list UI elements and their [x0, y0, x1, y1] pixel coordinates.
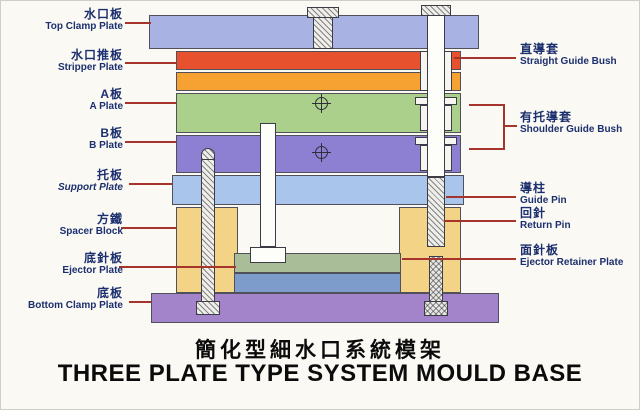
label-spacer-block-zh: 方鐵	[96, 212, 123, 226]
return-pin-head	[424, 301, 448, 316]
label-straight-guide-bush-en: Straight Guide Bush	[520, 56, 617, 67]
label-return-pin-en: Return Pin	[520, 220, 571, 231]
leader-stripper-plate	[125, 62, 176, 64]
label-bottom-clamp-plate-zh: 底板	[96, 286, 123, 300]
label-stripper-plate: 水口推板 Stripper Plate	[5, 49, 123, 74]
bracket-bottom	[469, 148, 505, 150]
stripper-plate	[176, 51, 461, 70]
leader-top-clamp-plate	[125, 22, 151, 24]
label-return-pin: 回針 Return Pin	[520, 206, 639, 232]
return-pin-shaft	[429, 256, 443, 302]
label-top-clamp-plate-zh: 水口板	[83, 7, 123, 21]
label-b-plate: B板 B Plate	[5, 127, 123, 152]
label-support-plate-zh: 托板	[96, 168, 123, 182]
label-ejector-retainer-plate-zh: 面針板	[520, 243, 560, 257]
center-ejector-pin	[260, 123, 276, 247]
label-guide-pin: 導柱 Guide Pin	[520, 181, 639, 207]
leader-straight-guide-bush	[454, 57, 516, 59]
label-ejector-plate: 底針板 Ejector Plate	[5, 252, 123, 277]
label-top-clamp-plate-en: Top Clamp Plate	[45, 21, 123, 32]
leader-spacer-block	[121, 227, 176, 229]
label-a-plate-en: A Plate	[89, 101, 123, 112]
sprue-bush-body	[313, 17, 333, 49]
label-a-plate-zh: A板	[100, 87, 123, 101]
label-bottom-clamp-plate: 底板 Bottom Clamp Plate	[5, 287, 123, 312]
ejector-plate	[234, 273, 401, 293]
label-guide-pin-en: Guide Pin	[520, 195, 567, 206]
label-ejector-retainer-plate-en: Ejector Retainer Plate	[520, 257, 624, 268]
label-support-plate-en: Support Plate	[57, 182, 123, 193]
label-spacer-block-en: Spacer Block	[59, 226, 123, 237]
bracket-top	[469, 104, 505, 106]
label-return-pin-zh: 回針	[520, 206, 547, 220]
label-bottom-clamp-plate-en: Bottom Clamp Plate	[27, 300, 123, 311]
leader-ejector-retainer-plate	[402, 258, 516, 260]
label-straight-guide-bush: 直導套 Straight Guide Bush	[520, 42, 639, 68]
label-guide-pin-zh: 導柱	[520, 181, 547, 195]
label-ejector-retainer-plate: 面針板 Ejector Retainer Plate	[520, 243, 639, 269]
leader-support-plate	[129, 183, 172, 185]
leader-b-plate	[125, 141, 176, 143]
label-a-plate: A板 A Plate	[5, 88, 123, 113]
label-b-plate-zh: B板	[100, 126, 123, 140]
diagram-title-chinese: 簡化型細水口系統模架	[195, 339, 445, 362]
support-plate	[172, 175, 464, 205]
label-stripper-plate-en: Stripper Plate	[57, 62, 123, 73]
runner-plate	[176, 72, 461, 91]
leader-bottom-clamp-plate	[129, 301, 151, 303]
leader-shoulder-guide-bush	[503, 125, 517, 127]
leader-a-plate	[125, 102, 176, 104]
leader-return-pin	[444, 220, 516, 222]
center-ejector-pin-head	[250, 247, 286, 263]
label-top-clamp-plate: 水口板 Top Clamp Plate	[5, 8, 123, 33]
guide-pin-body	[427, 15, 445, 177]
label-spacer-block: 方鐵 Spacer Block	[5, 213, 123, 238]
guide-pin-lower	[427, 177, 445, 247]
left-pin-head	[196, 301, 220, 315]
label-stripper-plate-zh: 水口推板	[70, 48, 123, 62]
bracket-vertical	[503, 104, 505, 150]
leader-ejector-plate	[119, 266, 236, 268]
label-shoulder-guide-bush-zh: 有托導套	[520, 110, 573, 124]
label-shoulder-guide-bush: 有托導套 Shoulder Guide Bush	[520, 110, 639, 136]
label-ejector-plate-zh: 底針板	[83, 251, 123, 265]
label-support-plate: 托板 Support Plate	[5, 169, 123, 194]
label-ejector-plate-en: Ejector Plate	[62, 265, 123, 276]
center-mark-icon	[312, 94, 331, 113]
left-pin-body	[201, 159, 215, 303]
label-straight-guide-bush-zh: 直導套	[520, 42, 560, 56]
leader-guide-pin	[446, 196, 516, 198]
center-mark-icon	[312, 143, 331, 162]
diagram-title-english: THREE PLATE TYPE SYSTEM MOULD BASE	[57, 360, 583, 387]
label-shoulder-guide-bush-en: Shoulder Guide Bush	[520, 124, 623, 135]
label-b-plate-en: B Plate	[89, 140, 123, 151]
